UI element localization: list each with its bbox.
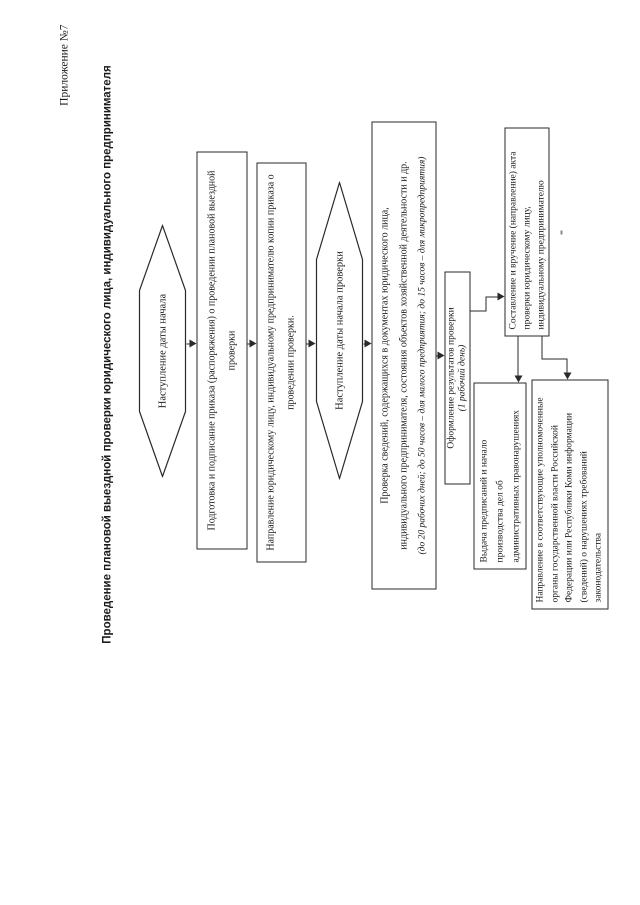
connector-results-to-act <box>485 296 487 312</box>
step-inspection-line1: Проверка сведений, содержащихся в докуме… <box>379 207 391 504</box>
connector-act-to-notify <box>541 336 543 360</box>
step-send-copy-line2: проведении проверки. <box>285 315 297 410</box>
step-orders-line3: административных правонарушениях <box>511 409 521 563</box>
event-start-label: Наступление даты начала <box>157 293 168 409</box>
step-results-line1: Оформление результатов проверки <box>446 307 456 449</box>
event-check-start-label: Наступление даты начала проверки <box>334 251 345 410</box>
arrow-left-icon <box>514 375 522 383</box>
step-notify-line5: законодательства <box>593 532 604 603</box>
step-results-box: Оформление результатов проверки (1 рабоч… <box>444 271 471 485</box>
arrow-down-icon <box>497 293 505 301</box>
step-prepare-order-box: Подготовка и подписание приказа (распоря… <box>196 151 248 550</box>
step-orders-box: Выдача предписаний и начало производства… <box>473 382 527 570</box>
connector-act-to-notify <box>541 358 568 360</box>
arrow-down-icon <box>364 340 372 348</box>
step-orders-line2: производства дел об <box>495 480 505 563</box>
step-send-copy-box: Направление юридическому лицу, индивидуа… <box>256 162 307 563</box>
step-notify-line2: органы государственной власти Российской <box>550 425 561 603</box>
step-orders-line1: Выдача предписаний и начало <box>479 439 489 563</box>
connector-act-to-notify <box>566 358 568 373</box>
arrow-down-icon <box>249 340 257 348</box>
connector-act-to-orders <box>517 336 519 376</box>
arrow-down-icon <box>189 340 197 348</box>
step-results-duration: (1 рабочий день) <box>457 344 468 412</box>
step-notify-line4: (сведений) о нарушениях требований <box>579 451 590 603</box>
appendix-label: Приложение №7 <box>58 24 71 106</box>
arrow-left-icon <box>563 372 571 380</box>
step-notify-box: Направление в соответствующие уполномоче… <box>531 379 609 610</box>
event-start-hexagon: Наступление даты начала <box>138 224 187 478</box>
hexagon-outline <box>315 181 364 480</box>
scan-artifact <box>560 230 563 235</box>
step-inspection-duration: (до 20 рабочих дней; до 50 часов – для м… <box>417 156 428 555</box>
connector-results-to-act <box>470 310 487 312</box>
step-inspection-line2: индивидуального предпринимателя, состоян… <box>398 161 410 550</box>
step-prepare-order-line2: проверки <box>226 330 237 371</box>
step-act-line2: проверки юридическому лицу, <box>522 206 532 330</box>
step-act-box: Составление и вручение (направление) акт… <box>504 127 550 337</box>
step-act-line3: индивидуальному предпринимателю <box>536 180 546 330</box>
event-check-start-hexagon: Наступление даты начала проверки <box>315 181 364 480</box>
hexagon-shape <box>138 224 187 478</box>
step-notify-line1: Направление в соответствующие уполномоче… <box>535 397 546 603</box>
step-send-copy-line1: Направление юридическому лицу, индивидуа… <box>265 174 277 551</box>
arrow-down-icon <box>437 352 445 360</box>
step-inspection-box: Проверка сведений, содержащихся в докуме… <box>371 121 437 590</box>
hexagon-shape <box>315 181 364 480</box>
step-prepare-order-line1: Подготовка и подписание приказа (распоря… <box>206 170 217 531</box>
arrow-down-icon <box>308 340 316 348</box>
step-act-line1: Составление и вручение (направление) акт… <box>508 151 518 330</box>
hexagon-outline <box>138 224 187 478</box>
step-notify-line3: Федерации или Республики Коми информации <box>564 412 575 603</box>
page-title: Проведение плановой выездной проверки юр… <box>101 65 114 644</box>
